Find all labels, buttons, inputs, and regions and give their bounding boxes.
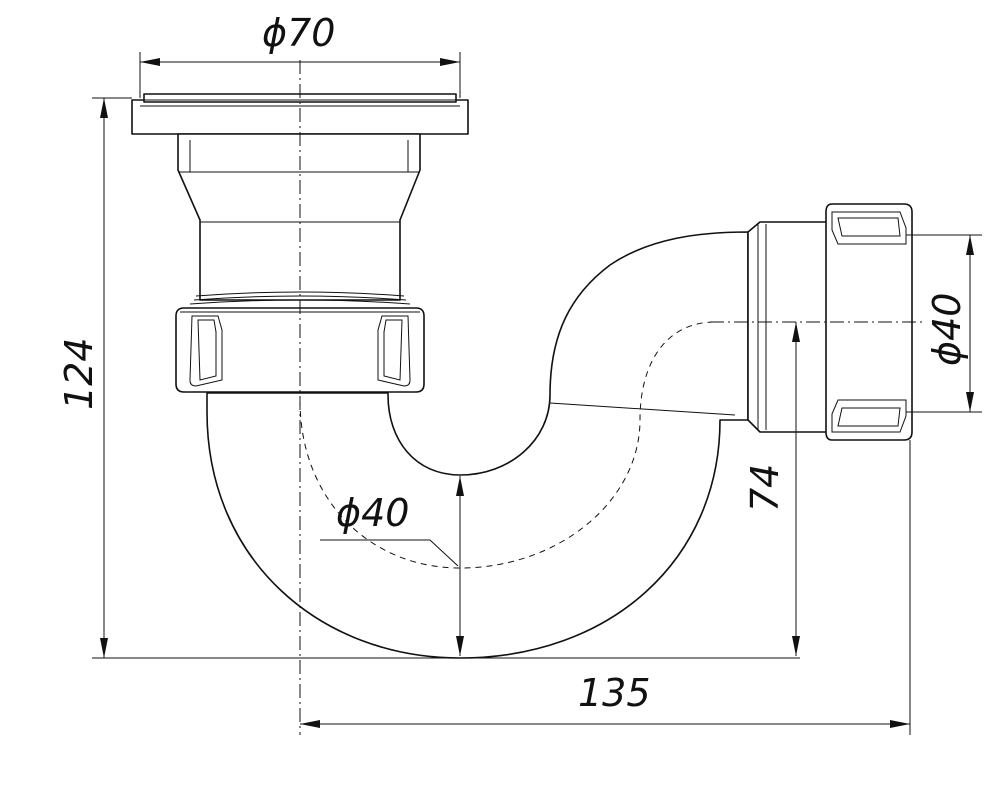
outlet-sleeve (747, 221, 829, 433)
outlet-height-label: 74 (743, 464, 787, 512)
outlet-diameter-dimension (906, 234, 982, 413)
height-dimension (92, 97, 800, 659)
outlet-height-dimension (792, 322, 800, 656)
height-label: 124 (57, 337, 101, 410)
bend-centerline (299, 321, 716, 569)
bend-depth-dimension (456, 476, 464, 656)
neck (177, 133, 421, 305)
top-diameter-dimension (139, 52, 461, 98)
width-label: 135 (578, 671, 651, 715)
trap-body (206, 231, 749, 659)
top-diameter-label: ϕ70 (262, 11, 335, 55)
pipe-diameter-label: ϕ40 (336, 491, 409, 535)
outlet-union-nut (825, 203, 913, 441)
pipe-diameter-leader (320, 539, 459, 567)
outlet-diameter-label: ϕ40 (925, 293, 969, 366)
width-dimension (300, 440, 911, 735)
